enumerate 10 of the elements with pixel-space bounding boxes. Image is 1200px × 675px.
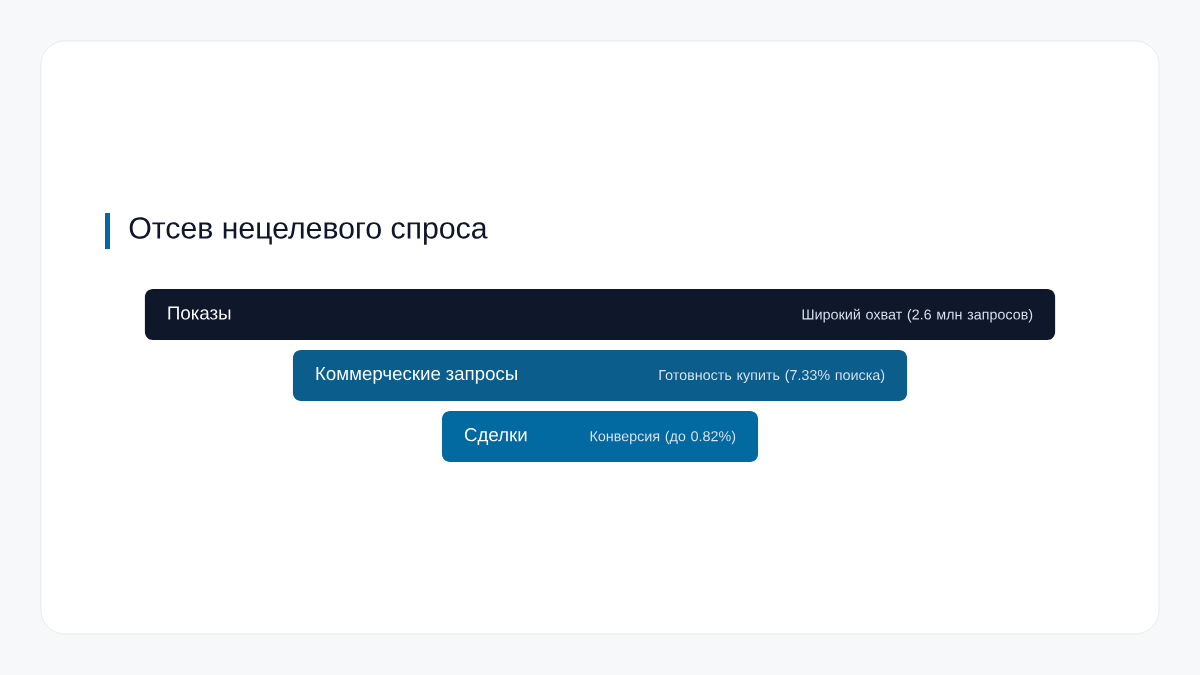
stage-label: Сделки [464,428,527,445]
stage-note: Конверсия (до 0.82%) [590,430,736,445]
stage-note: Готовность купить (7.33% поиска) [659,369,885,383]
stage-label: Показы [168,306,231,320]
funnel-bar [292,350,908,401]
title: Отсев нецелевого спроса [129,217,488,245]
funnel-bar [144,289,1056,340]
stage-label: Коммерческие запросы [316,367,517,384]
stage-note: Широкий охват (2.6 млн запросов) [802,308,1033,323]
funnel-bar [441,411,759,462]
